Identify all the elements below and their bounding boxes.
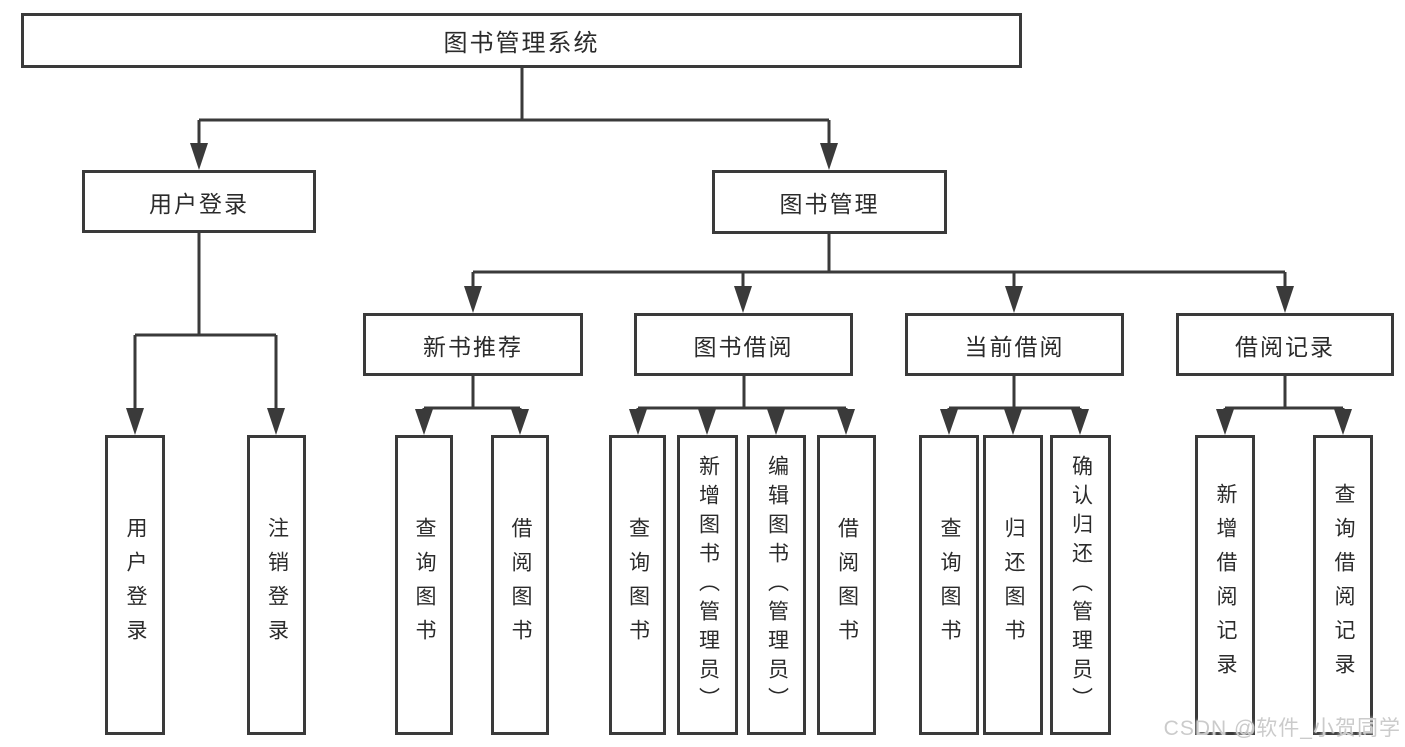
node-book-management: 图书管理	[712, 170, 947, 234]
node-book-borrow: 图书借阅	[634, 313, 853, 376]
node-user-login: 用户登录	[82, 170, 316, 233]
leaf-query-books-borrow: 查询图书	[609, 435, 666, 735]
watermark: CSDN @软件_小贺同学	[1163, 717, 1401, 740]
leaf-borrow-books-recommend: 借阅图书	[491, 435, 549, 735]
leaf-confirm-return-admin: 确认归还（管理员）	[1050, 435, 1111, 735]
leaf-borrow-books: 借阅图书	[817, 435, 876, 735]
connector-arrowheads	[126, 143, 1352, 435]
leaf-return-books: 归还图书	[983, 435, 1043, 735]
node-new-book-recommend: 新书推荐	[363, 313, 583, 376]
leaf-query-books-recommend: 查询图书	[395, 435, 453, 735]
leaf-query-borrow-record: 查询借阅记录	[1313, 435, 1373, 735]
node-current-borrow: 当前借阅	[905, 313, 1124, 376]
leaf-add-borrow-record: 新增借阅记录	[1195, 435, 1255, 735]
leaf-user-login: 用户登录	[105, 435, 165, 735]
leaf-logout: 注销登录	[247, 435, 306, 735]
leaf-edit-books-admin: 编辑图书（管理员）	[747, 435, 806, 735]
leaf-add-books-admin: 新增图书（管理员）	[677, 435, 738, 735]
leaf-query-books-current: 查询图书	[919, 435, 979, 735]
node-borrow-records: 借阅记录	[1176, 313, 1394, 376]
node-library-management-system: 图书管理系统	[21, 13, 1022, 68]
